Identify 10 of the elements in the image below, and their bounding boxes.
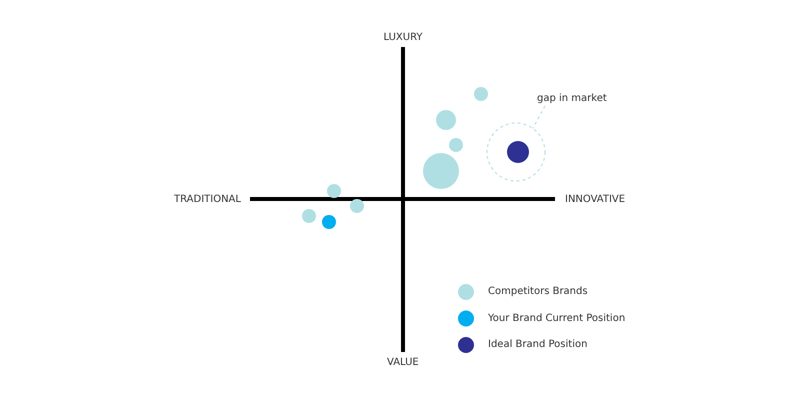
axis-label: VALUE [387,357,419,369]
legend-label: Competitors Brands [488,286,588,298]
leader-line [532,106,546,129]
axis-label: TRADITIONAL [174,194,241,206]
legend-label: Your Brand Current Position [488,312,626,324]
legend-label: Ideal Brand Position [488,339,588,351]
axis-label: INNOVATIVE [565,194,626,206]
dashed-circle [486,122,546,182]
axis-label: LUXURY [384,32,422,44]
annotation-text: gap in market [537,93,607,105]
